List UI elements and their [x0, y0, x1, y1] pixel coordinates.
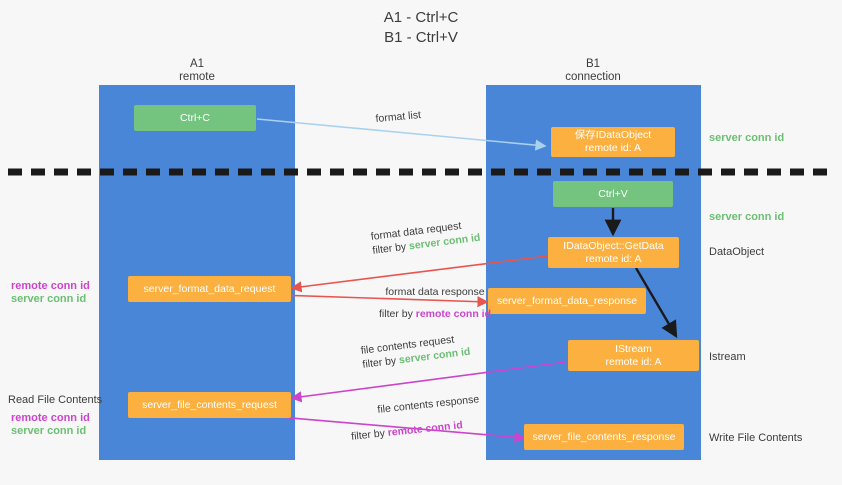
column-b1-subtitle: connection [565, 71, 621, 83]
node-save-idataobject-subtitle: remote id: A [584, 142, 642, 154]
right-label-write-file-contents: Write File Contents [709, 432, 803, 444]
left-label-server-conn-id-upper: server conn id [11, 293, 87, 305]
edge-file-contents-request [290, 361, 567, 403]
title-line-1: A1 - Ctrl+C [383, 9, 459, 26]
left-label-remote-conn-id-lower: remote conn id [11, 412, 90, 424]
edge-getdata-to-istream [634, 267, 678, 339]
node-save-idataobject[interactable]: 保存IDataObject remote id: A [551, 127, 675, 157]
title-line-2: B1 - Ctrl+V [384, 29, 458, 46]
node-server-file-contents-response[interactable]: server_file_contents_response [524, 424, 684, 450]
node-server-format-data-response[interactable]: server_format_data_response [488, 288, 646, 314]
filter-prefix: filter by [378, 308, 416, 320]
column-header-b1: B1 connection [533, 58, 653, 84]
column-a1-subtitle: remote [179, 71, 215, 83]
right-label-istream: Istream [709, 351, 746, 363]
edge-format-data-request [290, 255, 548, 293]
edge-label-format-data-response-filter: filter by remote conn id [345, 307, 525, 321]
column-b1-name: B1 [585, 58, 601, 70]
node-server-format-data-request-label: server_format_data_request [143, 282, 276, 295]
left-label-remote-conn-id-upper: remote conn id [11, 280, 90, 292]
left-label-read-file-contents: Read File Contents [8, 394, 103, 406]
edge-label-format-data-response-text: format data response [385, 286, 485, 298]
node-server-format-data-response-label: server_format_data_response [496, 294, 638, 307]
node-ctrl-c-label: Ctrl+C [179, 111, 211, 124]
node-istream[interactable]: IStream remote id: A [568, 340, 699, 371]
node-istream-subtitle: remote id: A [605, 355, 662, 368]
node-ctrl-v[interactable]: Ctrl+V [553, 181, 673, 207]
column-a1-name: A1 [189, 58, 205, 70]
node-getdata-title: IDataObject::GetData [563, 239, 664, 252]
node-getdata-subtitle: remote id: A [585, 252, 642, 265]
node-server-file-contents-request-label: server_file_contents_request [142, 398, 277, 411]
node-istream-title: IStream [615, 342, 652, 355]
column-header-a1: A1 remote [137, 58, 257, 84]
right-label-dataobject: DataObject [709, 246, 765, 258]
page-title: A1 - Ctrl+C B1 - Ctrl+V [0, 8, 842, 48]
left-label-server-conn-id-lower: server conn id [11, 425, 87, 437]
edge-format-list [256, 118, 547, 151]
node-idataobject-getdata[interactable]: IDataObject::GetData remote id: A [548, 237, 679, 268]
node-ctrl-v-label: Ctrl+V [598, 187, 628, 200]
node-save-idataobject-title: 保存IDataObject [574, 129, 652, 141]
node-server-format-data-request[interactable]: server_format_data_request [128, 276, 291, 302]
filter-value-remote-conn-id: remote conn id [415, 308, 492, 320]
right-label-server-conn-id-top: server conn id [709, 132, 785, 144]
node-server-file-contents-request[interactable]: server_file_contents_request [128, 392, 291, 418]
node-server-file-contents-response-label: server_file_contents_response [532, 430, 676, 443]
edge-label-format-data-response: format data response filter by remote co… [345, 285, 525, 321]
right-label-server-conn-id-mid: server conn id [709, 211, 785, 223]
node-ctrl-c[interactable]: Ctrl+C [134, 105, 256, 131]
